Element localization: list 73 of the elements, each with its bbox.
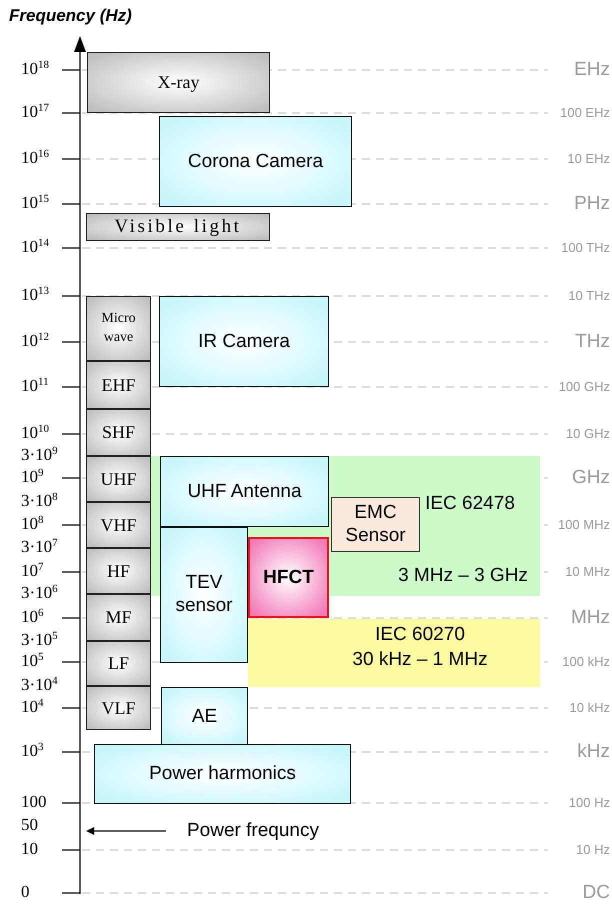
method-box xyxy=(159,296,329,387)
tick-label: 10$^{5}$ xyxy=(21,651,44,671)
range-box xyxy=(87,52,270,113)
tick-label: 10$^{18}$ xyxy=(21,59,49,79)
box-label: UHF Antenna xyxy=(187,480,302,502)
tick-label: 0 xyxy=(21,882,30,902)
tick-label: 10$^{16}$ xyxy=(21,148,49,168)
tick-label: 10$^{15}$ xyxy=(21,193,49,213)
band-box xyxy=(86,641,151,686)
tick-label: 10 xyxy=(21,839,38,859)
method-box xyxy=(160,527,248,663)
box-label: SHF xyxy=(102,422,136,443)
method-box xyxy=(160,456,329,527)
band-box xyxy=(86,502,151,548)
box-label: IR Camera xyxy=(198,330,290,352)
tick-label: 10$^{14}$ xyxy=(21,237,49,257)
box-label: Corona Camera xyxy=(188,150,324,172)
tick-label: 10$^{11}$ xyxy=(21,376,49,396)
band-box xyxy=(86,686,151,730)
y-axis xyxy=(74,36,86,894)
band-box xyxy=(86,361,151,409)
band-box xyxy=(86,594,151,641)
box-label: AE xyxy=(192,706,218,728)
tick-label: 10$^{9}$ xyxy=(21,467,44,487)
method-box xyxy=(94,744,351,804)
tick-label: 10$^{4}$ xyxy=(21,697,44,717)
tick-label: 10$^{7}$ xyxy=(21,561,44,581)
band-box xyxy=(86,409,151,456)
box-label: 3 MHz – 3 GHz xyxy=(397,566,529,587)
band-box xyxy=(86,456,151,502)
axis-title: Frequency (Hz) xyxy=(9,6,132,26)
box-label: LF xyxy=(108,653,129,674)
tick-label: 3·10$^{9}$ xyxy=(21,445,58,465)
tick-label: 10$^{13}$ xyxy=(21,285,49,305)
box-label: EMC Sensor xyxy=(344,502,407,548)
standard-band xyxy=(248,619,540,687)
box-label: IEC 62478 xyxy=(424,494,516,515)
tick-label: 10$^{10}$ xyxy=(21,423,49,443)
box-label: X-ray xyxy=(158,72,200,93)
tick-label: 3·10$^{5}$ xyxy=(21,630,58,650)
box-label: HFCT xyxy=(263,566,314,588)
tick-label: 50 xyxy=(21,815,38,835)
range-box xyxy=(86,213,270,241)
band-box xyxy=(86,296,151,361)
box-label: MF xyxy=(105,607,132,628)
box-label: TEV sensor xyxy=(174,572,234,618)
box-label: Visible light xyxy=(114,216,242,238)
tick-label: 3·10$^{8}$ xyxy=(21,491,58,511)
tick-label: 10$^{12}$ xyxy=(21,331,49,351)
box-label: Micro wave xyxy=(100,310,137,346)
band-box xyxy=(86,548,151,594)
arrow xyxy=(86,827,166,835)
annotation-text: Power frequncy xyxy=(186,820,319,842)
method-box xyxy=(159,116,352,207)
box-label: 30 kHz – 1 MHz xyxy=(351,650,489,671)
tick-label: 10$^{3}$ xyxy=(21,741,44,761)
box-label: VHF xyxy=(100,514,136,536)
highlight-box xyxy=(248,537,329,618)
box-label: Power harmonics xyxy=(149,763,296,785)
tick-label: 3·10$^{4}$ xyxy=(21,675,58,695)
box-label: HF xyxy=(106,560,130,582)
tick-label: 100 xyxy=(21,792,46,812)
tick-label: 10$^{6}$ xyxy=(21,607,44,627)
tick-label: 3·10$^{7}$ xyxy=(21,537,58,557)
tick-label: 3·10$^{6}$ xyxy=(21,583,58,603)
method-box xyxy=(331,497,420,552)
box-label: UHF xyxy=(100,468,136,490)
tick-label: 10$^{8}$ xyxy=(21,514,44,534)
method-box xyxy=(161,687,248,746)
box-label: EHF xyxy=(101,374,136,396)
box-label: VLF xyxy=(101,698,136,718)
box-label: IEC 60270 xyxy=(374,625,466,646)
tick-label: 10$^{17}$ xyxy=(21,102,49,122)
